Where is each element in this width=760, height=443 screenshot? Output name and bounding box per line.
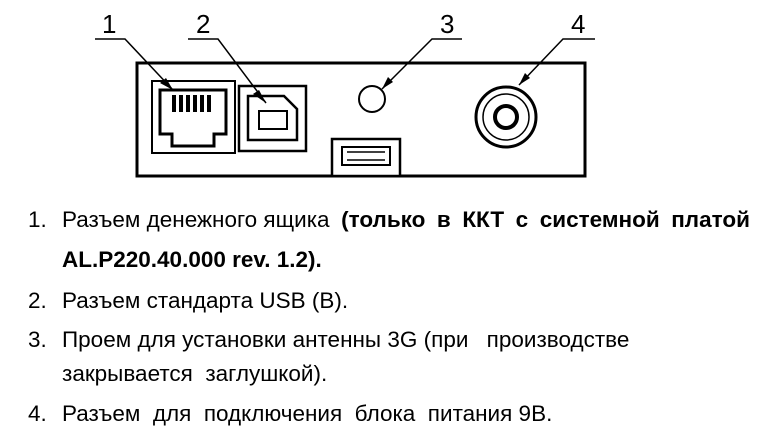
callout-3: 3 (440, 9, 454, 39)
callout-2: 2 (196, 9, 210, 39)
legend-word: Проем (62, 327, 132, 352)
cash-drawer-socket (151, 80, 236, 154)
callout-lines (95, 38, 595, 104)
legend-num-3: 3. (28, 327, 47, 352)
legend-word: 3G (387, 327, 418, 352)
legend-word: системной (539, 207, 660, 232)
legend-num-1: 1. (28, 207, 47, 232)
legend-word: установки (182, 327, 287, 352)
connector-panel-diagram: 1 2 3 4 (95, 9, 595, 178)
legend-text-2: Разъем стандарта USB (B). (62, 288, 349, 313)
legend-num-4: 4. (28, 401, 47, 426)
legend-text-1-normal: Разъем денежного ящика (62, 207, 330, 232)
legend-word: ККТ (462, 207, 505, 232)
callout-arrowheads (160, 73, 530, 103)
legend-word: (только (341, 207, 426, 232)
legend-word: антенны (292, 327, 382, 352)
callout-4: 4 (571, 9, 585, 39)
callout-1: 1 (102, 9, 116, 39)
legend-text-4: Разъем для подключения блока питания 9B. (62, 401, 553, 426)
legend-word: производстве (486, 327, 630, 352)
legend-word: в (436, 207, 451, 232)
antenna-hole (358, 85, 386, 113)
legend-text-3: Проем для установки антенны 3G (при прои… (62, 322, 629, 358)
legend-num-2: 2. (28, 288, 47, 313)
power-socket (474, 85, 538, 149)
legend-text-1: Разъем денежного ящика (только в ККТ с с… (62, 202, 750, 238)
legend-text-1-line2: AL.P220.40.000 rev. 1.2). (62, 247, 322, 272)
legend-word: платой (671, 207, 750, 232)
legend-word: (при (423, 327, 469, 352)
legend-text-3-line2: закрывается заглушкой). (62, 361, 328, 386)
legend-word: с (515, 207, 529, 232)
usb-a-socket (330, 137, 402, 178)
usb-b-socket (237, 84, 308, 153)
legend-word: для (137, 327, 176, 352)
